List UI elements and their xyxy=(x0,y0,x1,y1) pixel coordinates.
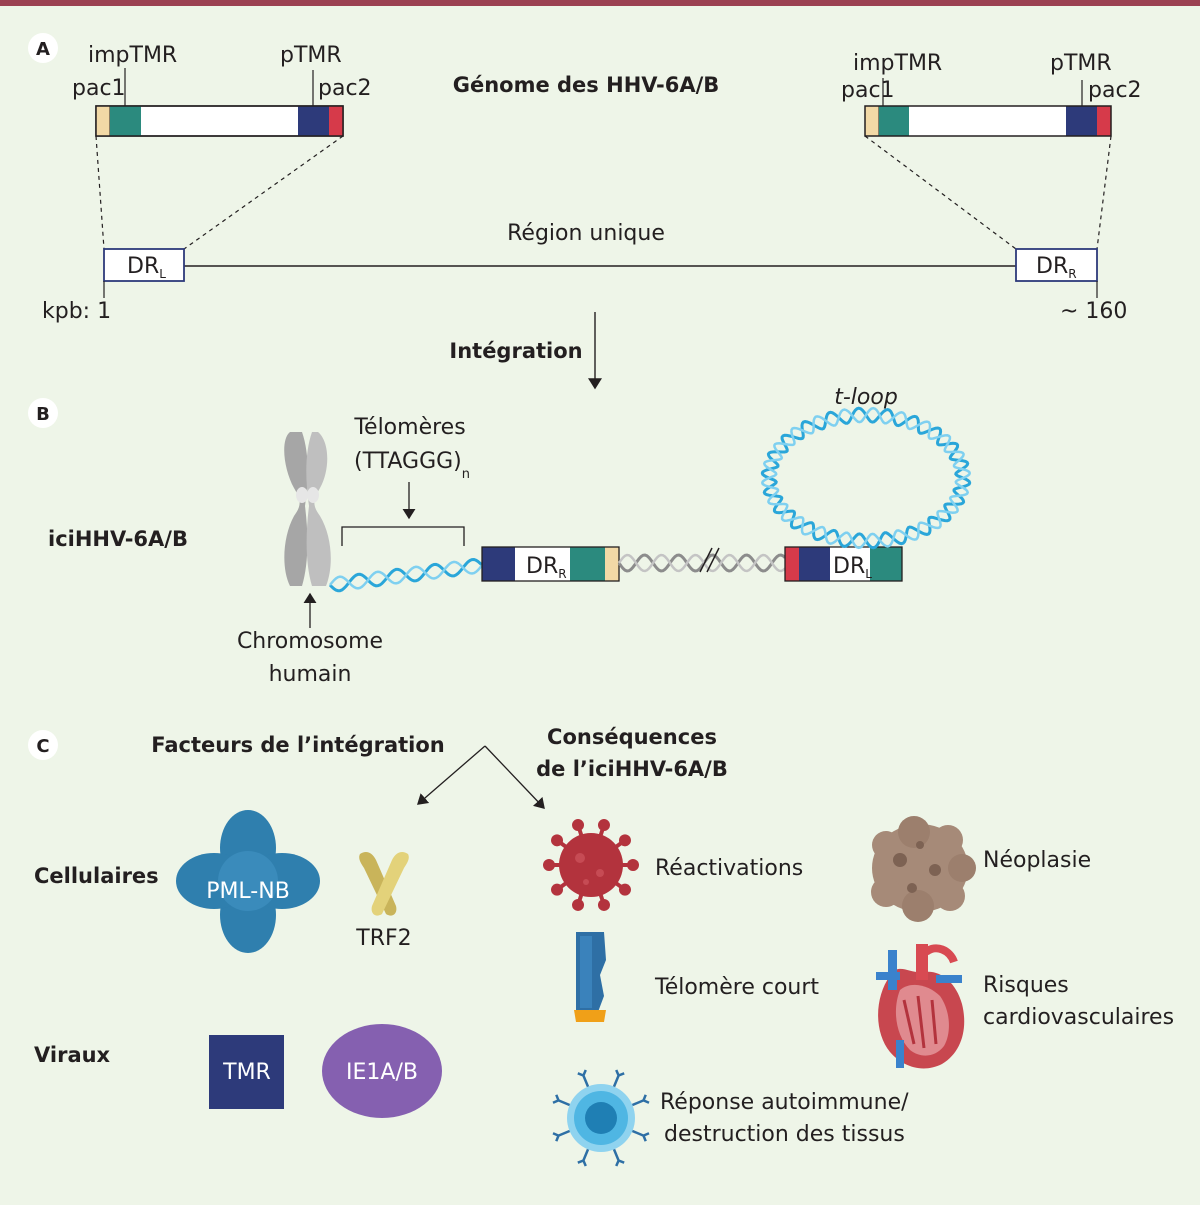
svg-text:B: B xyxy=(36,404,50,425)
drl-box xyxy=(103,248,185,282)
virus-spike-tip xyxy=(627,859,639,871)
drl-integrated-label: DRL xyxy=(833,554,872,581)
panel-b-badge: B xyxy=(28,398,58,428)
t-loop-helix-strand xyxy=(760,406,972,550)
genome-unit-right: impTMR pac1 pTMR pac2 xyxy=(841,51,1142,137)
label-pac2-right: pac2 xyxy=(1088,78,1142,103)
short-telomere-label: Télomère court xyxy=(654,975,819,1000)
drl-label: DRL xyxy=(127,254,166,281)
antibody-receptor xyxy=(631,1094,650,1107)
label-unique-region: Région unique xyxy=(507,221,665,246)
kpb-start-label: kpb: 1 xyxy=(42,299,111,324)
label-ptmr: pTMR xyxy=(280,43,342,68)
trf2-icon: TRF2 xyxy=(355,852,412,951)
telomere-bracket: Télomères (TTAGGG)n xyxy=(341,415,470,546)
drr-integrated-label: DRR xyxy=(526,554,567,581)
label-ptmr-right: pTMR xyxy=(1050,51,1112,76)
virus-spike-tip xyxy=(572,819,585,832)
consequences-title-line1: Conséquences xyxy=(547,725,717,749)
tumor-icon xyxy=(871,816,976,922)
chromosome-label-line1: Chromosome xyxy=(237,629,383,654)
arrow-to-factors xyxy=(417,745,486,805)
chromosome-label-line2: humain xyxy=(269,662,352,687)
autoimmune-label-line2: destruction des tissus xyxy=(664,1122,905,1147)
reactivations-label: Réactivations xyxy=(655,856,803,881)
immune-cell-icon xyxy=(552,1069,650,1167)
genome-unit-left: impTMR pac1 pTMR pac2 xyxy=(72,43,372,137)
viral-dna-helix xyxy=(617,553,787,573)
drr-box xyxy=(1015,248,1098,282)
pac2-segment xyxy=(329,106,343,136)
label-imptmr-right: impTMR xyxy=(853,51,942,76)
virus-spike-tip xyxy=(572,898,585,911)
arrow-to-consequences xyxy=(484,745,545,809)
pml-nb-icon: PML-NB xyxy=(176,810,320,953)
integration-label: Intégration xyxy=(449,339,582,363)
tmr-icon: TMR xyxy=(209,1035,284,1109)
viral-dna-helix-strand xyxy=(617,553,786,573)
virus-spike-tip xyxy=(543,859,555,871)
icihhv-label: iciHHV-6A/B xyxy=(48,527,188,551)
imptmr-segment xyxy=(110,106,141,136)
short-telomere-icon xyxy=(574,932,606,1022)
repeat-label: (TTAGGG)n xyxy=(354,449,470,482)
label-imptmr: impTMR xyxy=(88,43,177,68)
label-pac2: pac2 xyxy=(318,76,372,101)
genome-linear-map: Région unique DRL DRR kpb: 1 ~ 160 xyxy=(42,221,1127,324)
consequences-title-line2: de l’iciHHV-6A/B xyxy=(536,757,728,781)
cardio-label-line1: Risques xyxy=(983,973,1069,998)
virus-spike-tip xyxy=(551,834,564,847)
telomeres-label: Télomères xyxy=(353,415,465,440)
virus-spike-tip xyxy=(597,898,610,911)
telomere-dna-helix-strand xyxy=(329,560,483,590)
antibody-receptor xyxy=(577,1069,590,1088)
antibody-receptor xyxy=(577,1148,590,1167)
virus-spike-tip xyxy=(618,834,631,847)
label-pac1: pac1 xyxy=(72,76,126,101)
integrated-drr-cassette: DRR xyxy=(481,546,620,582)
genome-title: Génome des HHV-6A/B xyxy=(453,73,720,97)
kpb-end-label: ~ 160 xyxy=(1060,299,1127,324)
virus-spike-tip xyxy=(551,883,564,896)
ptmr-segment xyxy=(298,106,329,136)
pac1-segment xyxy=(95,105,111,137)
antibody-receptor xyxy=(552,1129,571,1142)
virus-spike-tip xyxy=(597,819,610,832)
antibody-receptor xyxy=(631,1129,650,1142)
label-pac1-right: pac1 xyxy=(841,78,895,103)
ie1-icon: IE1A/B xyxy=(322,1024,442,1118)
drr-label: DRR xyxy=(1036,254,1077,281)
antibody-receptor xyxy=(612,1069,625,1088)
projection-lines xyxy=(95,135,1112,250)
svg-text:C: C xyxy=(36,736,49,757)
t-loop-label: t-loop xyxy=(834,385,898,410)
panel-a-badge: A xyxy=(28,33,58,63)
viral-label: Viraux xyxy=(34,1043,111,1067)
cardio-label-line2: cardiovasculaires xyxy=(983,1005,1174,1030)
svg-text:A: A xyxy=(36,39,50,60)
pml-label: PML-NB xyxy=(206,879,290,904)
chromosome-icon xyxy=(284,432,331,586)
heart-icon xyxy=(876,944,965,1069)
ie1-label: IE1A/B xyxy=(346,1060,418,1085)
virus-icon xyxy=(543,819,639,911)
antibody-receptor xyxy=(612,1148,625,1167)
panel-c-badge: C xyxy=(28,730,58,760)
factors-title: Facteurs de l’intégration xyxy=(151,733,445,757)
virus-spike-tip xyxy=(618,883,631,896)
tmr-label: TMR xyxy=(222,1060,271,1085)
break-marks xyxy=(699,547,720,573)
trf2-label: TRF2 xyxy=(355,926,411,951)
top-bar xyxy=(0,0,1200,6)
neoplasia-label: Néoplasie xyxy=(983,848,1091,873)
cellular-label: Cellulaires xyxy=(34,864,159,888)
autoimmune-label-line1: Réponse autoimmune/ xyxy=(660,1090,909,1115)
integrated-drl-cassette: DRL xyxy=(784,546,903,582)
antibody-receptor xyxy=(552,1094,571,1107)
